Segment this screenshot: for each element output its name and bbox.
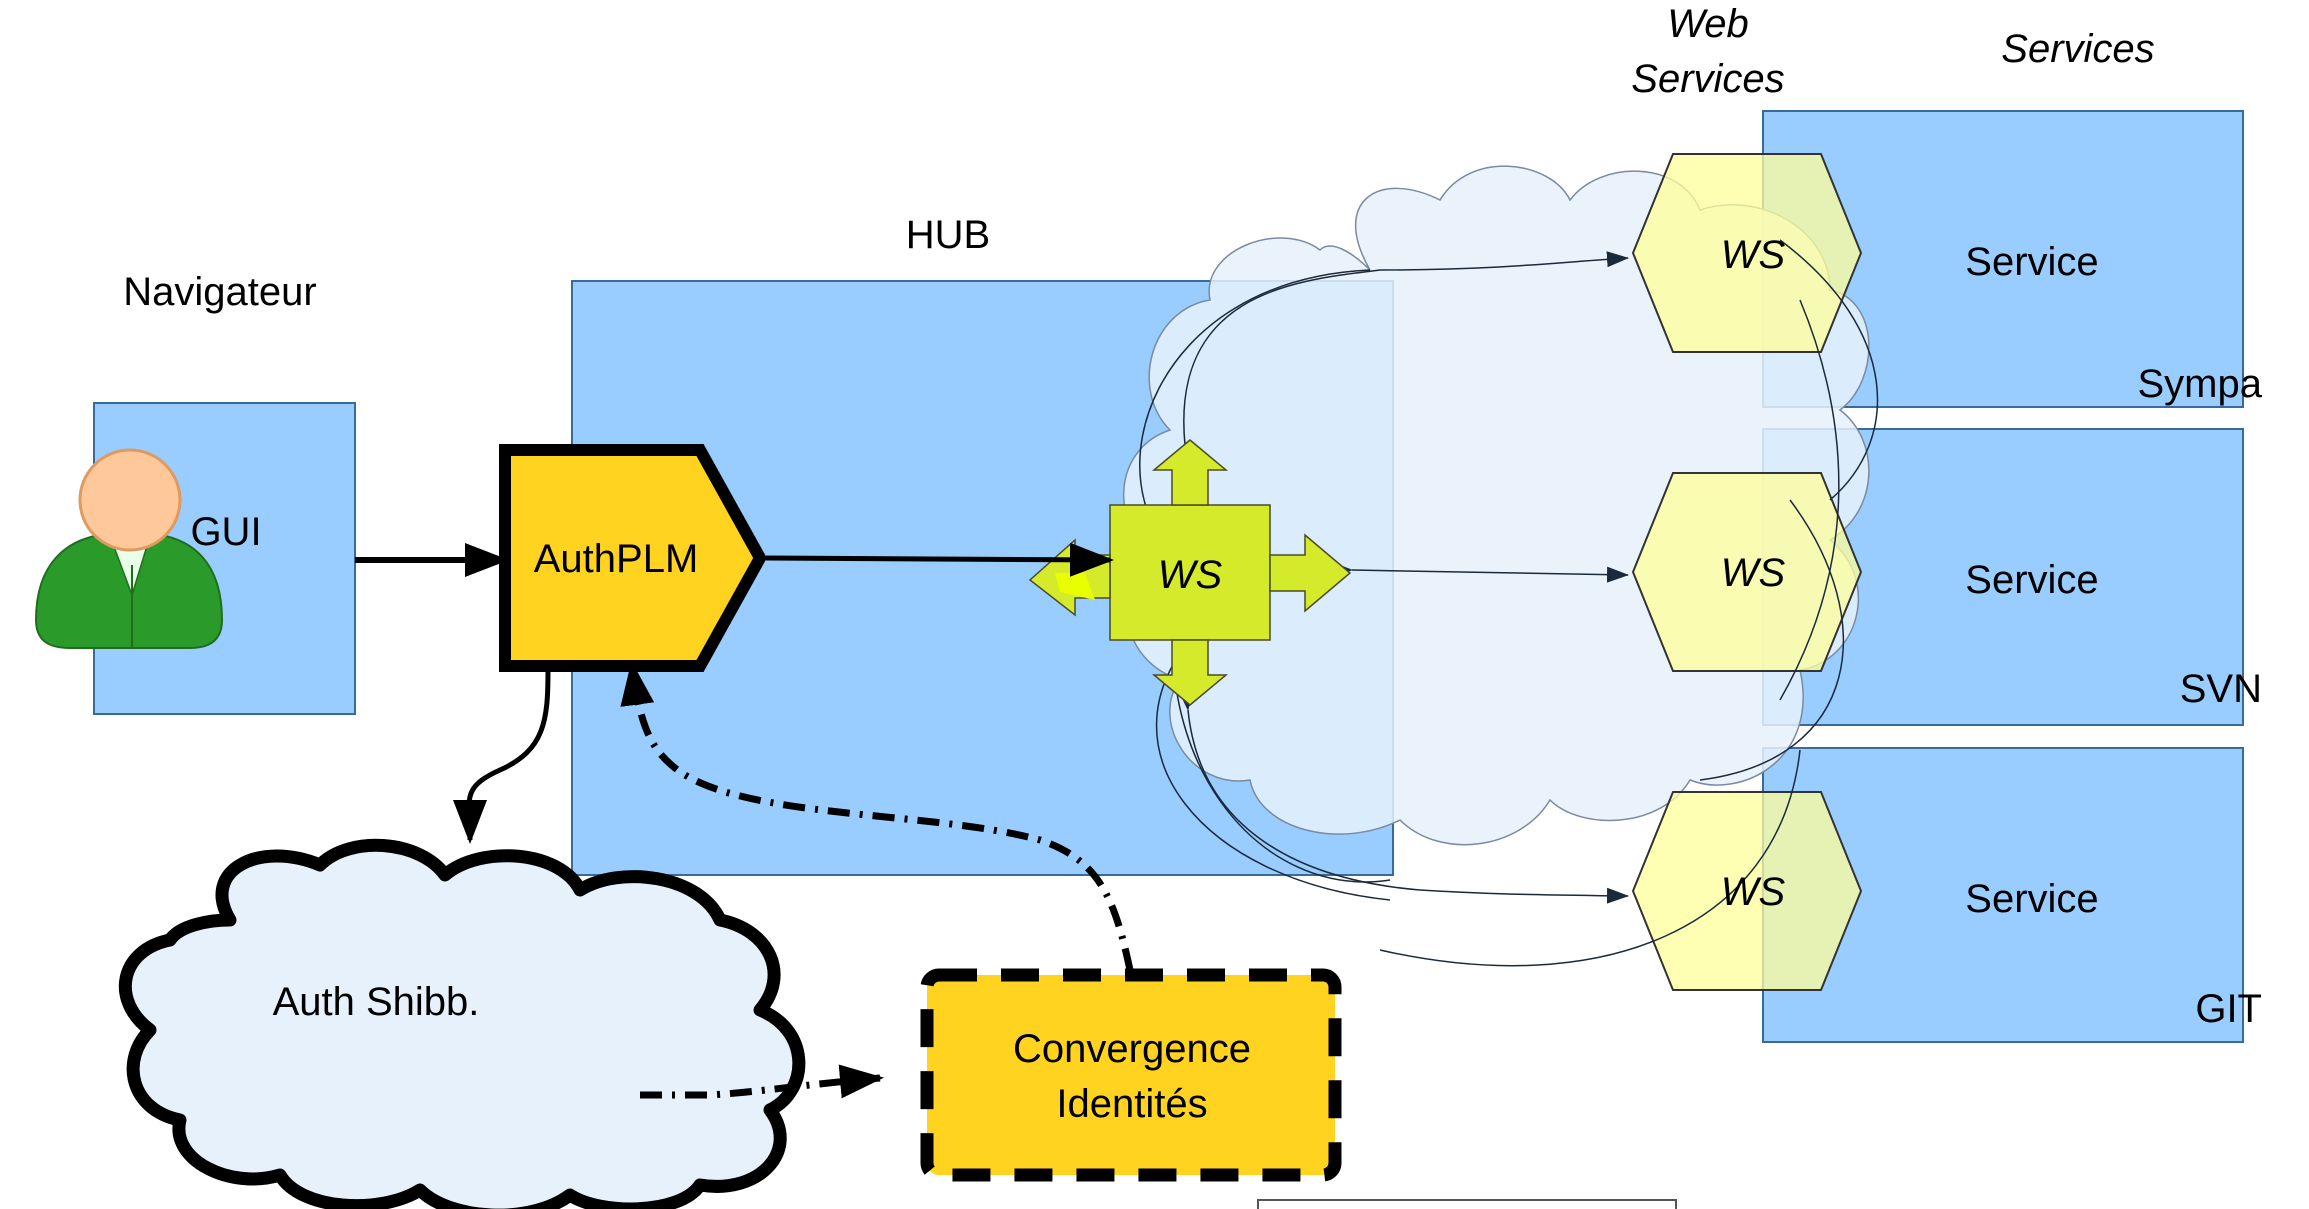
gui-label: GUI — [190, 510, 261, 554]
web-services-title-line2: Services — [1631, 57, 1784, 101]
arrow-authplm-to-shibb — [452, 669, 551, 844]
arrow-ws-to-git — [1177, 688, 1629, 904]
authplm-shape — [499, 444, 767, 672]
auth-shibb-cloud — [118, 838, 806, 1209]
ws-hexagon-svn — [1631, 472, 1863, 672]
ws-label-sympa: WS — [1721, 233, 1786, 277]
navigateur-title: Navigateur — [123, 270, 316, 314]
service-name-git: GIT — [2195, 987, 2262, 1031]
service-label-git: Service — [1965, 877, 2098, 921]
convergence-label-line1: Convergence — [1013, 1027, 1251, 1071]
authplm-label: AuthPLM — [534, 537, 699, 581]
web-services-title-line1: Web — [1667, 2, 1749, 46]
arrow-convergence-to-authplm — [620, 661, 1134, 971]
service-label-sympa: Service — [1965, 240, 2098, 284]
convergence-box — [920, 968, 1342, 1182]
auth-shibb-label: Auth Shibb. — [273, 980, 480, 1024]
bottom-partial-box — [1257, 1199, 1677, 1209]
user-person-icon — [34, 448, 224, 649]
arrow-ws-to-sympa — [1179, 251, 1629, 467]
convergence-label-line2: Identités — [1056, 1082, 1207, 1126]
ws-label-svn: WS — [1721, 551, 1786, 595]
service-name-svn: SVN — [2180, 667, 2262, 711]
ws-cross-label: WS — [1158, 553, 1223, 597]
services-title: Services — [2001, 27, 2154, 71]
arrow-ws-to-svn — [1330, 561, 1629, 583]
ws-hexagon-git — [1631, 791, 1863, 991]
ws-hexagon-sympa — [1631, 153, 1863, 353]
arrow-shibb-to-convergence — [640, 1064, 884, 1099]
hub-title: HUB — [906, 213, 990, 257]
service-name-sympa: Sympa — [2138, 362, 2263, 406]
arrow-authplm-to-ws — [765, 542, 1114, 577]
ws-label-git: WS — [1721, 870, 1786, 914]
service-label-svn: Service — [1965, 558, 2098, 602]
